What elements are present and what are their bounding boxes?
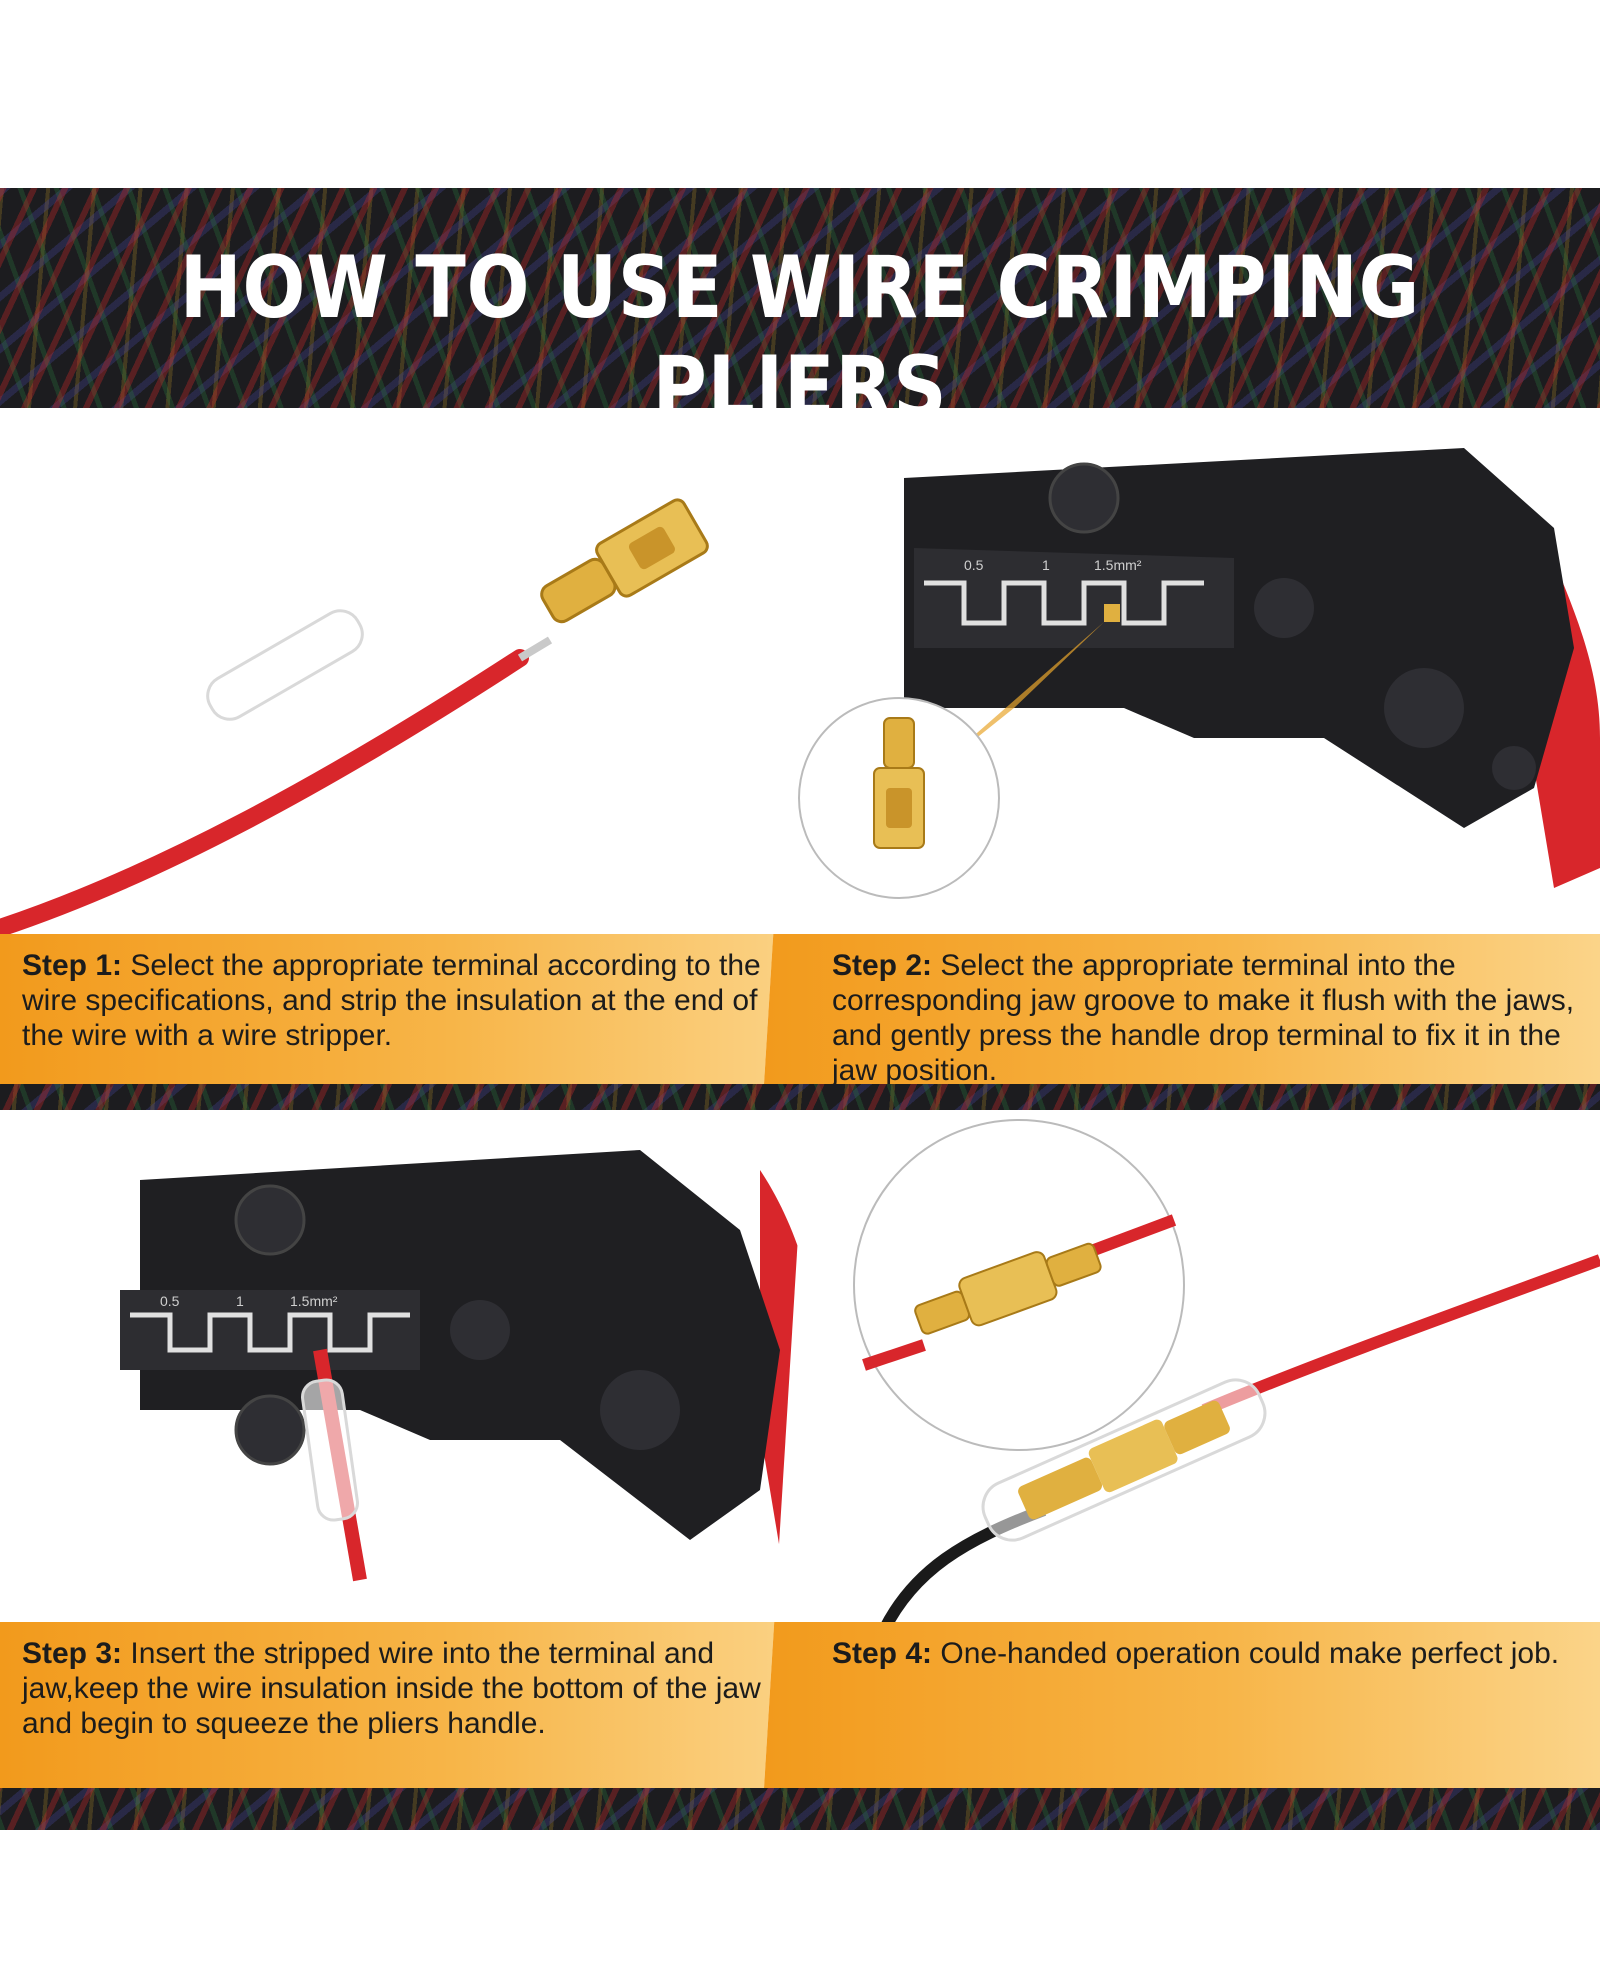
step-1-caption: Step 1: Select the appropriate terminal … <box>0 934 822 1084</box>
step-1-illustration <box>0 498 709 937</box>
wire-crimping-pliers-icon: 0.5 1 1.5mm² <box>904 448 1600 888</box>
red-wire-icon <box>0 649 529 937</box>
terminal-connector-icon <box>914 1242 1102 1335</box>
step-1-text: Select the appropriate terminal accordin… <box>22 949 761 1052</box>
screw-icon <box>234 1394 306 1466</box>
screw-icon <box>234 1184 306 1256</box>
jaw-marking-1: 1 <box>236 1293 244 1309</box>
jaw-marking-0: 0.5 <box>964 557 984 573</box>
step-2-label: Step 2: <box>832 949 933 982</box>
step-2-illustration: 0.5 1 1.5mm² <box>798 448 1600 899</box>
step-1-panel: Step 1: Select the appropriate terminal … <box>0 408 822 1084</box>
step-3-label: Step 3: <box>22 1637 123 1670</box>
step-2-panel: 0.5 1 1.5mm² Step 2: Select the appropri… <box>764 408 1600 1084</box>
step-4-label: Step 4: <box>832 1637 933 1670</box>
step-2-caption: Step 2: Select the appropriate terminal … <box>764 934 1600 1084</box>
jaw-marking-0: 0.5 <box>160 1293 180 1309</box>
step-4-text: One-handed operation could make perfect … <box>932 1637 1560 1670</box>
stripped-wire-end <box>517 636 553 662</box>
heat-shrink-tube-icon <box>981 1378 1267 1542</box>
zoom-circle-icon <box>853 1119 1185 1451</box>
terminal-connector-icon <box>540 498 709 624</box>
step-4-caption: Step 4: One-handed operation could make … <box>764 1622 1600 1788</box>
zoom-circle-icon <box>798 697 1000 899</box>
step-2-text: Select the appropriate terminal into the… <box>832 949 1575 1084</box>
heat-shrink-tube-icon <box>206 609 364 721</box>
step-4-panel: Step 4: One-handed operation could make … <box>764 1110 1600 1788</box>
wire-crimping-pliers-icon: 0.5 1 1.5mm² <box>120 1150 822 1550</box>
jaw-marking-1: 1 <box>1042 557 1050 573</box>
heat-shrink-tube-icon <box>301 1378 359 1522</box>
screw-icon <box>1048 462 1120 534</box>
step-1-label: Step 1: <box>22 949 123 982</box>
step-4-illustration <box>853 1119 1600 1633</box>
jaw-marking-2: 1.5mm² <box>1094 557 1142 573</box>
step-3-panel: 0.5 1 1.5mm² Step 3: Insert the stripped… <box>0 1110 822 1788</box>
step-3-text: Insert the stripped wire into the termin… <box>22 1637 761 1740</box>
terminal-connector-icon <box>873 717 925 849</box>
step-3-caption: Step 3: Insert the stripped wire into th… <box>0 1622 822 1788</box>
jaw-marking-2: 1.5mm² <box>290 1293 338 1309</box>
step-3-illustration: 0.5 1 1.5mm² <box>120 1150 822 1582</box>
red-wire-icon <box>1201 1254 1600 1416</box>
